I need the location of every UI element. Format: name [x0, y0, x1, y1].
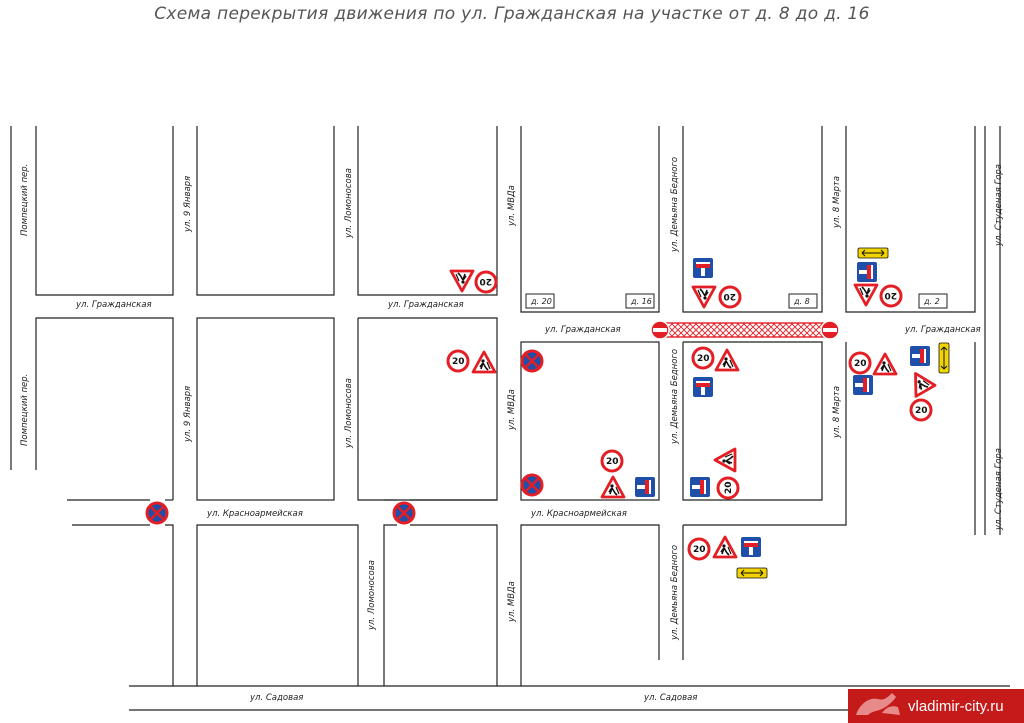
svg-text:20: 20 [697, 354, 710, 364]
road-works-sign [449, 269, 475, 293]
street-label-lomonosova-3: ул. Ломоносова [367, 560, 377, 631]
speed-limit-sign: 20 [687, 537, 711, 561]
detour-plate [857, 247, 889, 259]
speed-limit-sign: 20 [474, 270, 498, 294]
house-number-20: д. 20 [525, 293, 555, 309]
block-outlines [10, 126, 1010, 711]
speed-limit-sign: 20 [909, 398, 933, 422]
no-entry-sign-east [820, 320, 840, 340]
speed-limit-sign: 20 [600, 449, 624, 473]
street-label-9-yanvarya-2: ул. 9 Января [183, 386, 193, 443]
street-label-mvda-2: ул. МВДа [507, 389, 517, 431]
house-number-16: д. 16 [625, 293, 655, 309]
road-works-sign [600, 475, 626, 499]
dead-end-sign [690, 477, 710, 497]
speed-limit-sign: 20 [691, 346, 715, 370]
closed-road-section [659, 322, 831, 338]
house-number-8: д. 8 [788, 293, 818, 309]
street-label-krasnoarmeyskaya-1: ул. Красноармейская [206, 509, 303, 519]
speed-limit-sign: 20 [446, 349, 470, 373]
street-label-studenaya-1: ул. Студеная Гора [994, 164, 1004, 247]
road-works-sign [691, 285, 717, 309]
street-label-8-marta-2: ул. 8 Марта [832, 386, 842, 439]
street-label-lomonosova-1: ул. Ломоносова [344, 168, 354, 239]
watermark-text: vladimir-city.ru [908, 697, 1004, 715]
no-entry-sign-west [650, 320, 670, 340]
street-label-lomonosova-2: ул. Ломоносова [344, 378, 354, 449]
road-works-sign [853, 283, 879, 307]
street-label-studenaya-2: ул. Студеная Гора [994, 448, 1004, 531]
street-label-bednogo-2: ул. Демьяна Бедного [670, 349, 680, 445]
road-works-sign [471, 350, 497, 374]
street-label-grazhdanskaya-1: ул. Гражданская [75, 300, 152, 310]
svg-text:20: 20 [915, 406, 928, 416]
street-label-mvda-3: ул. МВДа [507, 581, 517, 623]
dead-end-sign [635, 477, 655, 497]
speed-limit-sign: 20 [879, 284, 903, 308]
svg-text:20: 20 [723, 291, 736, 301]
no-stopping-sign [145, 501, 169, 525]
speed-limit-sign: 20 [716, 476, 740, 500]
street-label-pomyaetsky-1: Помпецкий пер. [20, 164, 30, 236]
road-works-sign [712, 535, 738, 559]
dead-end-sign [693, 258, 713, 278]
svg-text:20: 20 [854, 359, 867, 369]
dead-end-sign [853, 375, 873, 395]
road-works-sign [714, 348, 740, 372]
house-number-2: д. 2 [918, 293, 948, 309]
dead-end-sign [741, 537, 761, 557]
no-stopping-sign [392, 501, 416, 525]
street-label-sadovaya-1: ул. Садовая [249, 693, 303, 703]
scheme-title: Схема перекрытия движения по ул. Граждан… [154, 4, 870, 24]
no-stopping-sign [520, 349, 544, 373]
svg-text:д. 2: д. 2 [923, 297, 940, 306]
street-label-grazhdanskaya-2: ул. Гражданская [387, 300, 464, 310]
road-works-sign [713, 447, 737, 473]
street-label-mvda-1: ул. МВДа [507, 185, 517, 227]
detour-plate [736, 567, 768, 579]
no-stopping-sign [520, 473, 544, 497]
street-label-bednogo-1: ул. Демьяна Бедного [670, 157, 680, 253]
dead-end-sign [693, 377, 713, 397]
speed-limit-sign: 20 [718, 285, 742, 309]
dead-end-sign [857, 262, 877, 282]
street-label-sadovaya-2: ул. Садовая [643, 693, 697, 703]
street-label-9-yanvarya-1: ул. 9 Января [183, 176, 193, 233]
svg-text:д. 16: д. 16 [630, 297, 652, 306]
road-works-sign [872, 352, 898, 376]
street-label-pomyaetsky-2: Помпецкий пер. [20, 374, 30, 446]
street-label-krasnoarmeyskaya-2: ул. Красноармейская [530, 509, 627, 519]
detour-plate [938, 342, 950, 374]
site-watermark: vladimir-city.ru [848, 689, 1024, 723]
city-emblem-icon [856, 693, 900, 715]
svg-text:д. 8: д. 8 [793, 297, 810, 306]
svg-text:д. 20: д. 20 [530, 297, 552, 306]
svg-text:20: 20 [452, 357, 465, 367]
svg-text:20: 20 [606, 457, 619, 467]
svg-text:20: 20 [479, 276, 492, 286]
svg-text:20: 20 [724, 481, 734, 494]
svg-text:20: 20 [693, 545, 706, 555]
road-works-sign [904, 366, 937, 398]
street-label-grazhdanskaya-3: ул. Гражданская [544, 325, 621, 335]
street-label-bednogo-3: ул. Демьяна Бедного [670, 545, 680, 641]
street-label-grazhdanskaya-4: ул. Гражданская [904, 325, 981, 335]
svg-text:20: 20 [884, 290, 897, 300]
dead-end-sign [910, 346, 930, 366]
speed-limit-sign: 20 [848, 351, 872, 375]
street-label-8-marta-1: ул. 8 Марта [832, 176, 842, 229]
